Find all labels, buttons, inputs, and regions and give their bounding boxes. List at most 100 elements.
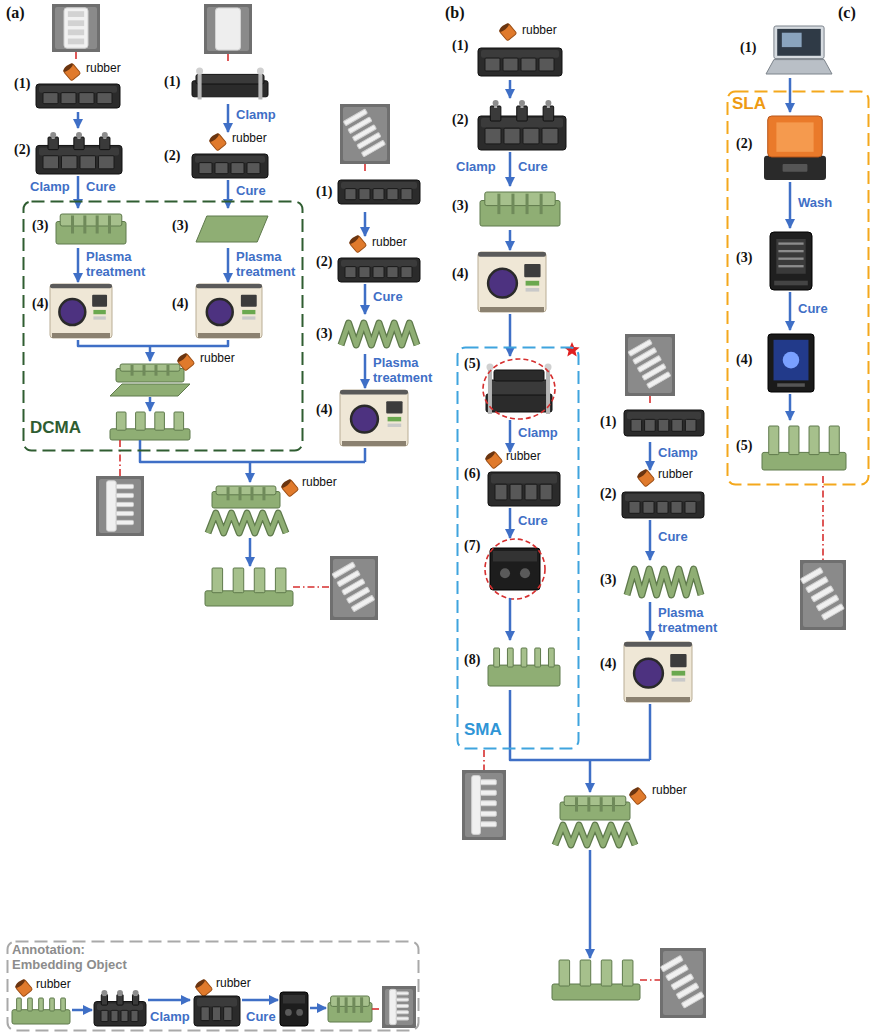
mold	[247, 163, 260, 174]
plasma-cleaner	[50, 284, 112, 338]
flow-arrow	[227, 248, 230, 282]
mold	[101, 1010, 108, 1021]
reference-photo	[55, 7, 97, 49]
operation-label: Cure	[518, 514, 548, 529]
cast-part	[250, 487, 253, 500]
mold	[622, 492, 704, 518]
mold	[121, 1010, 128, 1021]
wash-station	[778, 250, 803, 252]
step-number: (1)	[164, 74, 180, 90]
mold	[111, 1010, 118, 1021]
process-step: (4)	[312, 388, 424, 448]
mold	[685, 501, 696, 513]
cast-part	[494, 648, 500, 667]
reference-link	[649, 396, 651, 404]
operation-label: Cure	[658, 530, 688, 545]
reference-photo	[800, 567, 844, 620]
cast-part	[83, 216, 86, 234]
reference-photo	[52, 4, 100, 52]
mold-block	[285, 1009, 292, 1016]
plasma-cleaner	[50, 284, 112, 288]
mold	[387, 267, 398, 278]
mold	[341, 182, 417, 189]
plate-mold	[257, 68, 264, 75]
step-number: (3)	[600, 572, 616, 588]
process-step: (1)rubber	[10, 62, 140, 112]
cast-part	[555, 825, 635, 845]
cast-part	[559, 960, 570, 986]
process-region: SMA(5)(6)rubber(7)(8)	[456, 346, 580, 750]
material-label: rubber	[372, 236, 407, 250]
flow-arrow	[649, 520, 652, 560]
plate-mold	[196, 74, 264, 84]
mold	[625, 494, 701, 501]
cast-part	[131, 365, 134, 376]
process-step: (3)	[448, 186, 578, 230]
rubber-cup	[14, 978, 26, 989]
rubber-cup	[62, 62, 81, 81]
mold	[485, 128, 501, 144]
wash-station	[774, 281, 808, 286]
cast-part	[275, 568, 286, 593]
rubber-cup	[14, 978, 33, 997]
flow-arrow	[509, 508, 512, 538]
cast-part	[196, 216, 268, 242]
plate-mold	[196, 68, 203, 75]
cast-part	[12, 1010, 70, 1024]
mold	[525, 484, 537, 500]
cast-part	[552, 960, 640, 1000]
flow-arrow	[148, 999, 190, 1002]
plasma-cleaner	[524, 264, 540, 277]
dashed-border	[8, 942, 419, 1031]
reference-photo	[647, 372, 671, 389]
mold	[197, 998, 237, 1006]
mold	[61, 93, 76, 104]
cast-part	[526, 194, 529, 214]
reference-photo	[343, 107, 387, 161]
sla-printer	[764, 156, 826, 180]
mold	[491, 474, 557, 484]
cast-part	[60, 214, 122, 226]
mold	[485, 58, 500, 71]
clamp	[543, 106, 554, 121]
reference-photo	[333, 559, 375, 617]
reference-photo	[480, 822, 496, 827]
cast-part	[564, 796, 626, 806]
clamp	[101, 990, 138, 1005]
plasma-cleaner	[386, 401, 402, 413]
flow-arrow	[77, 112, 80, 128]
mold	[401, 189, 412, 200]
operation-label: Plasma treatment	[236, 250, 302, 280]
reference-photo	[351, 595, 374, 611]
mold	[478, 48, 562, 76]
clamp	[133, 990, 139, 996]
flow-arrow	[649, 602, 652, 640]
double-mold	[494, 370, 544, 381]
flow-arrow	[364, 212, 367, 236]
mold	[622, 492, 704, 518]
mold	[79, 93, 94, 104]
panel-letter: (c)	[838, 4, 856, 22]
plasma-cleaner	[626, 697, 690, 702]
sla-printer	[764, 116, 826, 180]
reference-photo	[660, 948, 706, 1018]
rubber-cup	[484, 450, 503, 469]
cast-part	[560, 796, 630, 820]
reference-photo	[216, 8, 241, 50]
reference-photo	[385, 989, 413, 1025]
mold	[192, 154, 268, 178]
flow-arrow	[789, 78, 792, 112]
operation-label: Clamp	[456, 160, 496, 175]
cast-part	[216, 486, 276, 495]
cast-part	[212, 568, 223, 593]
double-mold	[486, 394, 552, 412]
plasma-cleaner	[478, 252, 546, 312]
clamp	[117, 990, 123, 996]
rubber-cup	[484, 450, 503, 469]
cast-part	[627, 569, 701, 595]
operation-label: Clamp	[150, 1010, 190, 1025]
mold	[672, 419, 683, 431]
mold	[62, 156, 78, 169]
cast-part	[601, 960, 612, 986]
mold	[504, 128, 520, 144]
